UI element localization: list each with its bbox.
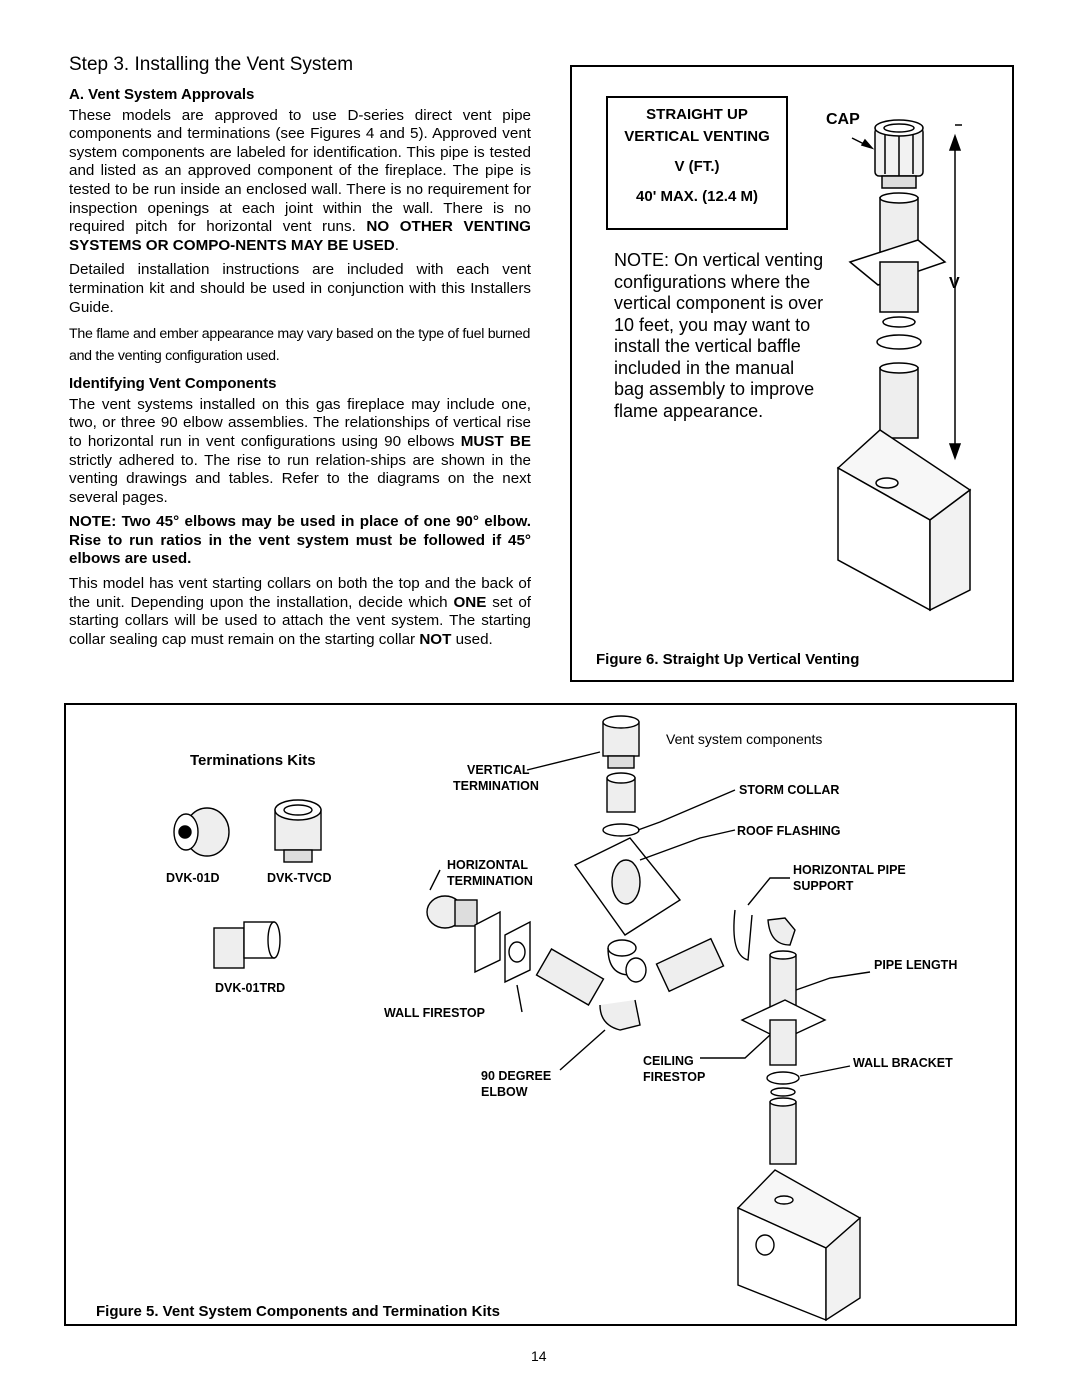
text-column: A. Vent System Approvals These models ar… bbox=[69, 86, 531, 655]
step-title: Step 3. Installing the Vent System bbox=[69, 54, 354, 75]
spec-line-1: STRAIGHT UP bbox=[646, 106, 748, 123]
label-pipe-length: PIPE LENGTH bbox=[874, 958, 958, 972]
pipe-support-line2: SUPPORT bbox=[793, 879, 854, 893]
identifying-para1-a: The vent systems installed on this gas f… bbox=[69, 395, 531, 450]
figure-6-note: NOTE: On vertical venting configurations… bbox=[614, 250, 824, 421]
section-a-heading: A. Vent System Approvals bbox=[69, 86, 255, 103]
para1-text: These models are approved to use D-serie… bbox=[69, 106, 531, 236]
kit-dvk-tvcd: DVK-TVCD bbox=[267, 871, 332, 885]
venting-spec-box: STRAIGHT UP VERTICAL VENTING V (FT.) 40'… bbox=[606, 96, 788, 230]
figure-5-frame bbox=[64, 703, 1017, 1326]
label-roof-flashing: ROOF FLASHING bbox=[737, 824, 841, 838]
identifying-para2-bold1: ONE bbox=[453, 593, 487, 611]
vertical-termination-line1: VERTICAL bbox=[467, 763, 530, 777]
identifying-para2-c: used. bbox=[451, 630, 493, 648]
pipe-support-line1: HORIZONTAL PIPE bbox=[793, 863, 906, 877]
identifying-heading: Identifying Vent Components bbox=[69, 375, 277, 393]
spec-line-4: 40' MAX. (12.4 M) bbox=[636, 188, 758, 205]
para1-end: . bbox=[394, 236, 399, 254]
elbow-line1: 90 DEGREE bbox=[481, 1069, 552, 1083]
identifying-para1-bold: MUST BE bbox=[460, 432, 531, 450]
section-a-para1: These models are approved to use D-serie… bbox=[69, 107, 531, 256]
label-vertical-termination: VERTICAL TERMINATION bbox=[453, 762, 553, 794]
identifying-para2: This model has vent starting collars on … bbox=[69, 575, 531, 649]
kit-dvk-01d: DVK-01D bbox=[166, 871, 220, 885]
label-wall-firestop: WALL FIRESTOP bbox=[384, 1006, 485, 1020]
kit-dvk-01trd: DVK-01TRD bbox=[215, 981, 286, 995]
identifying-para2-b: set of starting collars will be used to … bbox=[69, 593, 531, 648]
kits-title: Terminations Kits bbox=[190, 752, 316, 769]
label-horizontal-pipe-support: HORIZONTAL PIPE SUPPORT bbox=[793, 862, 906, 894]
identifying-para2-bold2: NOT bbox=[419, 630, 452, 648]
v-label: V bbox=[949, 275, 960, 292]
ceiling-firestop-line1: CEILING bbox=[643, 1054, 694, 1068]
spec-line-3: V (FT.) bbox=[674, 158, 720, 175]
section-a-para3: The flame and ember appearance may vary … bbox=[69, 326, 531, 365]
spec-line-2: VERTICAL VENTING bbox=[624, 128, 770, 145]
label-horizontal-termination: HORIZONTAL TERMINATION bbox=[447, 857, 533, 889]
identifying-para1-b: strictly adhered to. The rise to run rel… bbox=[69, 451, 531, 506]
label-storm-collar: STORM COLLAR bbox=[739, 783, 840, 797]
cap-label: CAP bbox=[826, 111, 860, 128]
label-wall-bracket: WALL BRACKET bbox=[853, 1056, 953, 1070]
vertical-termination-line2: TERMINATION bbox=[453, 779, 539, 793]
section-a-para2: Detailed installation instructions are i… bbox=[69, 261, 531, 316]
elbow-line2: ELBOW bbox=[481, 1085, 528, 1099]
identifying-para1: The vent systems installed on this gas f… bbox=[69, 396, 531, 508]
figure-5-caption: Figure 5. Vent System Components and Ter… bbox=[96, 1303, 500, 1320]
horizontal-termination-line2: TERMINATION bbox=[447, 874, 533, 888]
components-title: Vent system components bbox=[666, 731, 823, 747]
horizontal-termination-line1: HORIZONTAL bbox=[447, 858, 529, 872]
para1-bold: NO OTHER VENTING SYSTEMS OR COMPO-NENTS … bbox=[69, 218, 531, 254]
ceiling-firestop-line2: FIRESTOP bbox=[643, 1070, 706, 1084]
label-ceiling-firestop: CEILING FIRESTOP bbox=[643, 1053, 705, 1085]
identifying-note: NOTE: Two 45° elbows may be used in plac… bbox=[69, 513, 531, 568]
figure-6-frame bbox=[570, 65, 1014, 682]
figure-6-caption: Figure 6. Straight Up Vertical Venting bbox=[596, 651, 860, 668]
label-90-degree-elbow: 90 DEGREE ELBOW bbox=[481, 1068, 551, 1100]
page-number: 14 bbox=[531, 1348, 547, 1364]
identifying-para2-a: This model has vent starting collars on … bbox=[69, 575, 531, 611]
